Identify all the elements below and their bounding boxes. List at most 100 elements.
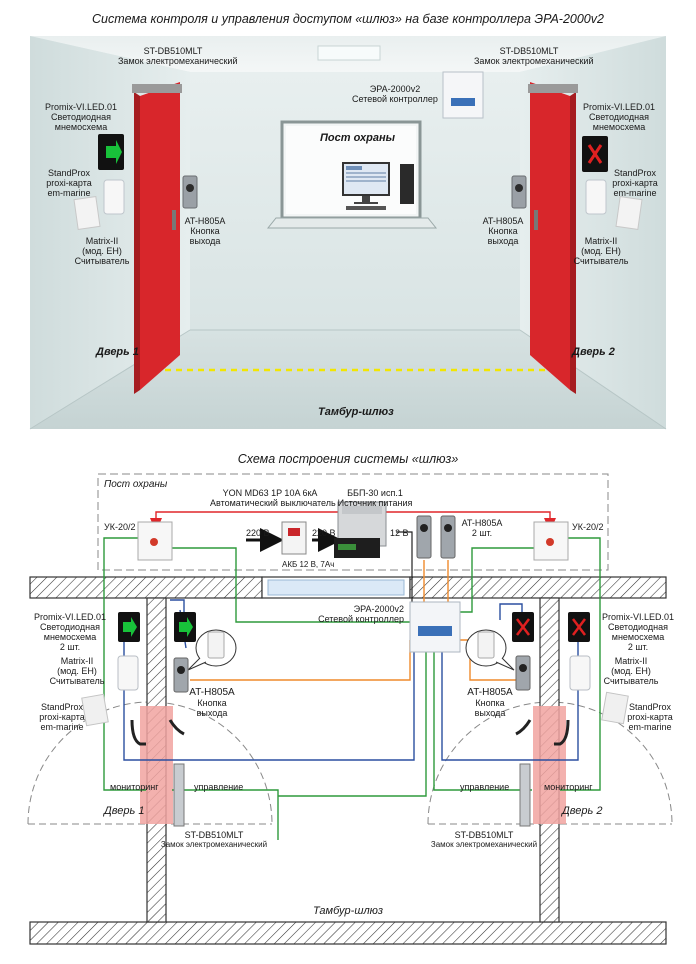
top-lock-left-model: ST-DB510MLT: [143, 46, 203, 56]
bottom-mnemo-left-line2: мнемосхема: [43, 632, 97, 642]
bottom-reader-left-line2: Считыватель: [49, 676, 105, 686]
top-reader-right-line1: (мод. EH): [581, 246, 621, 256]
v12-label: 12 В: [390, 528, 409, 538]
bottom-mnemo-left-qty: 2 шт.: [59, 642, 81, 652]
top-title: Система контроля и управления доступом «…: [92, 12, 604, 26]
bottom-button-left-line2: выхода: [196, 708, 228, 718]
top-lock-left-desc: Замок электромеханический: [118, 56, 238, 66]
top-card-left-line2: em-marine: [47, 188, 91, 198]
bottom-reader-left-label: Matrix-II (мод. EH) Считыватель: [44, 656, 110, 686]
top-mnemo-left-line1: Светодиодная: [51, 112, 111, 122]
top-mnemo-left-line2: мнемосхема: [54, 122, 108, 132]
bottom-reader-right-label: Matrix-II (мод. EH) Считыватель: [598, 656, 664, 686]
top-guard-post: Пост охраны: [320, 132, 396, 144]
control-left: управление: [194, 782, 244, 792]
top-lock-left-label: ST-DB510MLT Замок электромеханический: [118, 46, 238, 66]
psu-model: ББП-30 исп.1: [347, 488, 403, 498]
bottom-button-left-label: AT-H805A Кнопка выхода: [184, 687, 240, 719]
top-reader-left-line2: Считыватель: [74, 256, 130, 266]
top-door2: Дверь 2: [572, 346, 615, 358]
top-lock-right-label: ST-DB510MLT Замок электромеханический: [474, 46, 594, 66]
bottom-mnemo-left-line1: Светодиодная: [40, 622, 100, 632]
bottom-mnemo-right-line2: мнемосхема: [611, 632, 665, 642]
bottom-lock-right-label: ST-DB510MLT Замок электромеханический: [424, 830, 544, 850]
top-controller-model: ЭРА-2000v2: [369, 84, 421, 94]
top-button-left-line1: Кнопка: [190, 226, 220, 236]
bottom-card-left-model: StandProx: [40, 702, 84, 712]
top-button-right-line2: выхода: [487, 236, 519, 246]
breaker-model: YON MD63 1P 10A 6кА: [222, 488, 318, 498]
top-reader-left-line1: (мод. EH): [82, 246, 122, 256]
top-mnemo-left-model: Promix-VI.LED.01: [44, 102, 118, 112]
bottom-title: Схема построения системы «шлюз»: [237, 452, 459, 466]
breaker-desc: Автоматический выключатель: [210, 498, 336, 508]
top-reader-right-model: Matrix-II: [584, 236, 618, 246]
bottom-button-left-line1: Кнопка: [197, 698, 227, 708]
top-card-right-label: StandProx proxi-карта em-marine: [604, 168, 666, 198]
v220-b: 220 В: [312, 528, 336, 538]
top-reader-left-model: Matrix-II: [85, 236, 119, 246]
bottom-lock-right-desc: Замок электромеханический: [430, 840, 538, 849]
bottom-mnemo-right-model: Promix-VI.LED.01: [601, 612, 675, 622]
buttons-top-label: AT-H805A 2 шт.: [454, 518, 510, 538]
room-illustration: [29, 36, 667, 430]
bottom-mnemo-right-qty: 2 шт.: [627, 642, 649, 652]
bottom-card-left-line1: proxi-карта: [39, 712, 85, 722]
breaker-label: YON MD63 1P 10A 6кА Автоматический выклю…: [210, 488, 336, 508]
top-mnemo-right-model: Promix-VI.LED.01: [582, 102, 656, 112]
top-mnemo-right-line2: мнемосхема: [592, 122, 646, 132]
top-controller-label: ЭРА-2000v2 Сетевой контроллер: [348, 84, 442, 104]
bottom-card-right-line2: em-marine: [628, 722, 672, 732]
bottom-door1: Дверь 1: [104, 805, 145, 817]
bottom-button-right-model: AT-H805A: [467, 687, 513, 698]
top-controller-desc: Сетевой контроллер: [352, 94, 438, 104]
top-lock-right-model: ST-DB510MLT: [499, 46, 559, 56]
bottom-button-left-model: AT-H805A: [189, 687, 235, 698]
bottom-lock-left-desc: Замок электромеханический: [160, 840, 268, 849]
bottom-reader-right-model: Matrix-II: [614, 656, 648, 666]
bottom-card-right-label: StandProx proxi-карта em-marine: [622, 702, 678, 732]
bottom-mnemo-left-model: Promix-VI.LED.01: [33, 612, 107, 622]
monitoring-left: мониторинг: [110, 782, 159, 792]
top-button-left-label: AT-H805A Кнопка выхода: [180, 216, 230, 246]
bottom-guard-post: Пост охраны: [104, 479, 168, 490]
uk-left-label: УК-20/2: [104, 522, 136, 532]
top-mnemo-right-line1: Светодиодная: [589, 112, 649, 122]
buttons-top-model: AT-H805A: [461, 518, 503, 528]
bottom-lock-left-model: ST-DB510MLT: [184, 830, 244, 840]
bottom-controller-model: ЭРА-2000v2: [353, 604, 404, 614]
buttons-top-qty: 2 шт.: [471, 528, 493, 538]
bottom-mnemo-right-line1: Светодиодная: [608, 622, 668, 632]
bottom-lock-left-label: ST-DB510MLT Замок электромеханический: [154, 830, 274, 850]
top-card-right-line1: proxi-карта: [612, 178, 658, 188]
bottom-reader-left-model: Matrix-II: [60, 656, 94, 666]
bottom-button-right-line1: Кнопка: [475, 698, 505, 708]
top-mnemo-left-label: Promix-VI.LED.01 Светодиодная мнемосхема: [36, 102, 126, 132]
bottom-mnemo-right-label: Promix-VI.LED.01 Светодиодная мнемосхема…: [594, 612, 682, 652]
bottom-mnemo-left-label: Promix-VI.LED.01 Светодиодная мнемосхема…: [28, 612, 112, 652]
bottom-button-right-line2: выхода: [474, 708, 506, 718]
top-reader-right-line2: Считыватель: [573, 256, 629, 266]
top-button-right-label: AT-H805A Кнопка выхода: [478, 216, 528, 246]
bottom-reader-right-line2: Считыватель: [603, 676, 659, 686]
bottom-reader-left-line1: (мод. EH): [57, 666, 97, 676]
psu-label: ББП-30 исп.1 Источник питания: [330, 488, 420, 508]
psu-desc: Источник питания: [337, 498, 413, 508]
top-button-right-line1: Кнопка: [488, 226, 518, 236]
top-button-right-model: AT-H805A: [482, 216, 524, 226]
battery-label: АКБ 12 В, 7Ач: [282, 560, 335, 569]
top-card-right-model: StandProx: [613, 168, 657, 178]
top-card-right-line2: em-marine: [613, 188, 657, 198]
top-reader-left-label: Matrix-II (мод. EH) Считыватель: [72, 236, 132, 266]
monitoring-right: мониторинг: [544, 782, 593, 792]
bottom-lock-right-model: ST-DB510MLT: [454, 830, 514, 840]
top-mnemo-right-label: Promix-VI.LED.01 Светодиодная мнемосхема: [574, 102, 664, 132]
top-button-left-line2: выхода: [189, 236, 221, 246]
bottom-controller-label: ЭРА-2000v2 Сетевой контроллер: [300, 604, 404, 624]
control-right: управление: [460, 782, 510, 792]
bottom-card-left-label: StandProx proxi-карта em-marine: [34, 702, 90, 732]
top-lock-right-desc: Замок электромеханический: [474, 56, 594, 66]
bottom-reader-right-line1: (мод. EH): [611, 666, 651, 676]
bottom-card-right-line1: proxi-карта: [627, 712, 673, 722]
